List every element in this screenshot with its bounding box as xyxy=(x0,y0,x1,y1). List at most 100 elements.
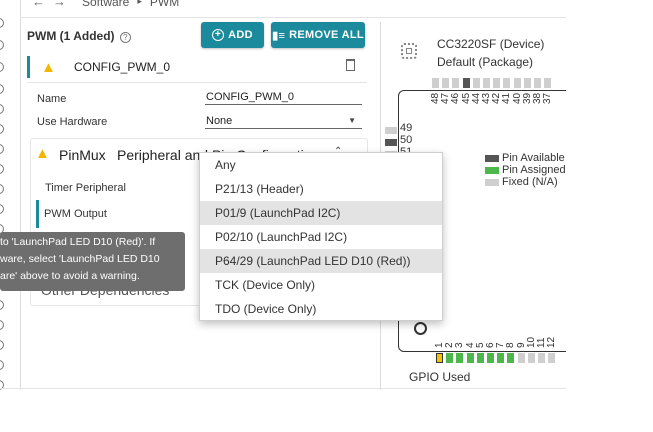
window-edge xyxy=(566,0,653,432)
radio-button[interactable] xyxy=(0,164,4,174)
pin-square[interactable] xyxy=(548,353,556,363)
dropdown-option[interactable]: P21/13 (Header) xyxy=(215,182,304,196)
dropdown-option[interactable]: P64/29 (LaunchPad LED D10 (Red)) xyxy=(200,249,442,273)
pin1-marker xyxy=(414,322,427,335)
pwm-output-label: PWM Output xyxy=(44,208,107,220)
pin-number: 8 xyxy=(505,342,517,348)
pin-square[interactable] xyxy=(466,353,474,363)
pin-square[interactable] xyxy=(503,78,511,88)
warning-tooltip: to 'LaunchPad LED D10 (Red)'. If ware, s… xyxy=(0,232,185,291)
module-title: PWM (1 Added) xyxy=(27,29,115,43)
pin-square[interactable] xyxy=(442,78,450,88)
timer-peripheral-label: Timer Peripheral xyxy=(45,182,126,194)
pin-square[interactable] xyxy=(452,78,460,88)
name-field[interactable]: CONFIG_PWM_0 xyxy=(205,91,362,105)
dropdown-option[interactable]: TDO (Device Only) xyxy=(215,302,317,316)
legend-label: Pin Available xyxy=(502,152,565,164)
radio-button[interactable] xyxy=(0,84,4,94)
active-field-indicator xyxy=(36,200,39,228)
header-divider xyxy=(20,17,566,18)
pin-square[interactable] xyxy=(487,353,494,363)
radio-button[interactable] xyxy=(0,62,4,72)
instance-name[interactable]: CONFIG_PWM_0 xyxy=(74,60,171,74)
pin-square[interactable] xyxy=(456,353,464,363)
radio-button[interactable] xyxy=(0,320,4,330)
help-icon[interactable]: ? xyxy=(119,32,131,43)
pin-square[interactable] xyxy=(483,78,490,88)
pin-square[interactable] xyxy=(538,353,545,363)
legend-label: Fixed (N/A) xyxy=(502,176,558,188)
pin-fixed[interactable] xyxy=(385,127,397,134)
pin-square[interactable] xyxy=(513,78,521,88)
trash-icon: ▮≡ xyxy=(272,29,286,42)
gpio-used-label: GPIO Used xyxy=(409,370,471,384)
pin-square[interactable] xyxy=(462,78,470,88)
pin-number: 4 xyxy=(464,342,476,348)
legend-swatch-available xyxy=(485,155,499,162)
pin-square[interactable] xyxy=(446,353,454,363)
delete-icon[interactable] xyxy=(346,59,355,71)
forward-arrow-icon[interactable]: → xyxy=(53,0,66,9)
pin-square[interactable] xyxy=(527,353,535,363)
plus-circle-icon: + xyxy=(212,29,225,41)
warning-icon: ▲ xyxy=(35,145,50,162)
bottom-divider xyxy=(0,388,566,389)
radio-button[interactable] xyxy=(0,204,4,214)
add-button[interactable]: + ADD xyxy=(201,22,264,48)
pin-number: 50 xyxy=(400,134,413,146)
pin-square[interactable] xyxy=(534,78,541,88)
pin-square[interactable] xyxy=(497,353,505,363)
chevron-up-icon[interactable]: ⌃ xyxy=(334,146,342,157)
radio-button[interactable] xyxy=(0,360,4,370)
remove-all-label: REMOVE ALL xyxy=(289,29,364,41)
pin-square-selected[interactable] xyxy=(436,353,443,363)
hardware-dropdown-menu: Any P21/13 (Header) P01/9 (LaunchPad I2C… xyxy=(199,152,443,321)
remove-all-button[interactable]: ▮≡ REMOVE ALL xyxy=(271,22,365,48)
pin-square[interactable] xyxy=(544,78,552,88)
pin-square[interactable] xyxy=(493,78,501,88)
dropdown-option[interactable]: P01/9 (LaunchPad I2C) xyxy=(200,201,442,225)
dropdown-option[interactable]: TCK (Device Only) xyxy=(215,278,316,292)
legend-swatch-assigned xyxy=(485,167,499,174)
radio-button[interactable] xyxy=(0,124,4,134)
pin-number: 3 xyxy=(454,342,466,348)
radio-button[interactable] xyxy=(0,18,4,28)
breadcrumb-item[interactable]: PWM xyxy=(149,0,180,9)
radio-button[interactable] xyxy=(0,184,4,194)
legend-label: Pin Assigned xyxy=(502,164,566,176)
pin-square[interactable] xyxy=(472,78,480,88)
radio-button[interactable] xyxy=(0,104,4,114)
radio-button[interactable] xyxy=(0,300,4,310)
instance-divider xyxy=(27,82,367,83)
use-hardware-value: None xyxy=(206,115,233,127)
breadcrumb: ← → Software ▸ PWM xyxy=(32,0,179,9)
pin-square[interactable] xyxy=(476,353,484,363)
pin-square[interactable] xyxy=(507,353,515,363)
pin-number: 12 xyxy=(546,336,558,348)
device-package: Default (Package) xyxy=(437,55,534,69)
use-hardware-label: Use Hardware xyxy=(37,116,108,128)
radio-button[interactable] xyxy=(0,144,4,154)
radio-button[interactable] xyxy=(0,40,4,50)
chevron-right-icon: ▸ xyxy=(137,0,142,6)
selected-indicator xyxy=(27,56,30,78)
legend-swatch-fixed xyxy=(485,179,499,186)
warning-icon: ▲ xyxy=(41,59,56,76)
pin-square[interactable] xyxy=(517,353,525,363)
radio-button[interactable] xyxy=(0,340,4,350)
back-arrow-icon[interactable]: ← xyxy=(32,0,45,9)
tooltip-line: to 'LaunchPad LED D10 (Red)'. If xyxy=(0,236,156,248)
pin-available[interactable] xyxy=(385,139,397,146)
tooltip-line: are' above to avoid a warning. xyxy=(0,270,140,282)
dropdown-option[interactable]: P02/10 (LaunchPad I2C) xyxy=(215,230,348,244)
chip-icon xyxy=(401,43,417,59)
dropdown-option[interactable]: Any xyxy=(215,158,236,172)
pin-square[interactable] xyxy=(523,78,531,88)
pinmux-title: PinMux xyxy=(59,147,106,163)
breadcrumb-item[interactable]: Software xyxy=(82,0,130,9)
caret-down-icon: ▼ xyxy=(348,116,356,125)
use-hardware-select[interactable]: None ▼ xyxy=(205,115,362,129)
pin-square[interactable] xyxy=(432,78,439,88)
module-header: PWM (1 Added) ? xyxy=(27,29,131,43)
tooltip-line: ware, select 'LaunchPad LED D10 xyxy=(0,253,160,265)
